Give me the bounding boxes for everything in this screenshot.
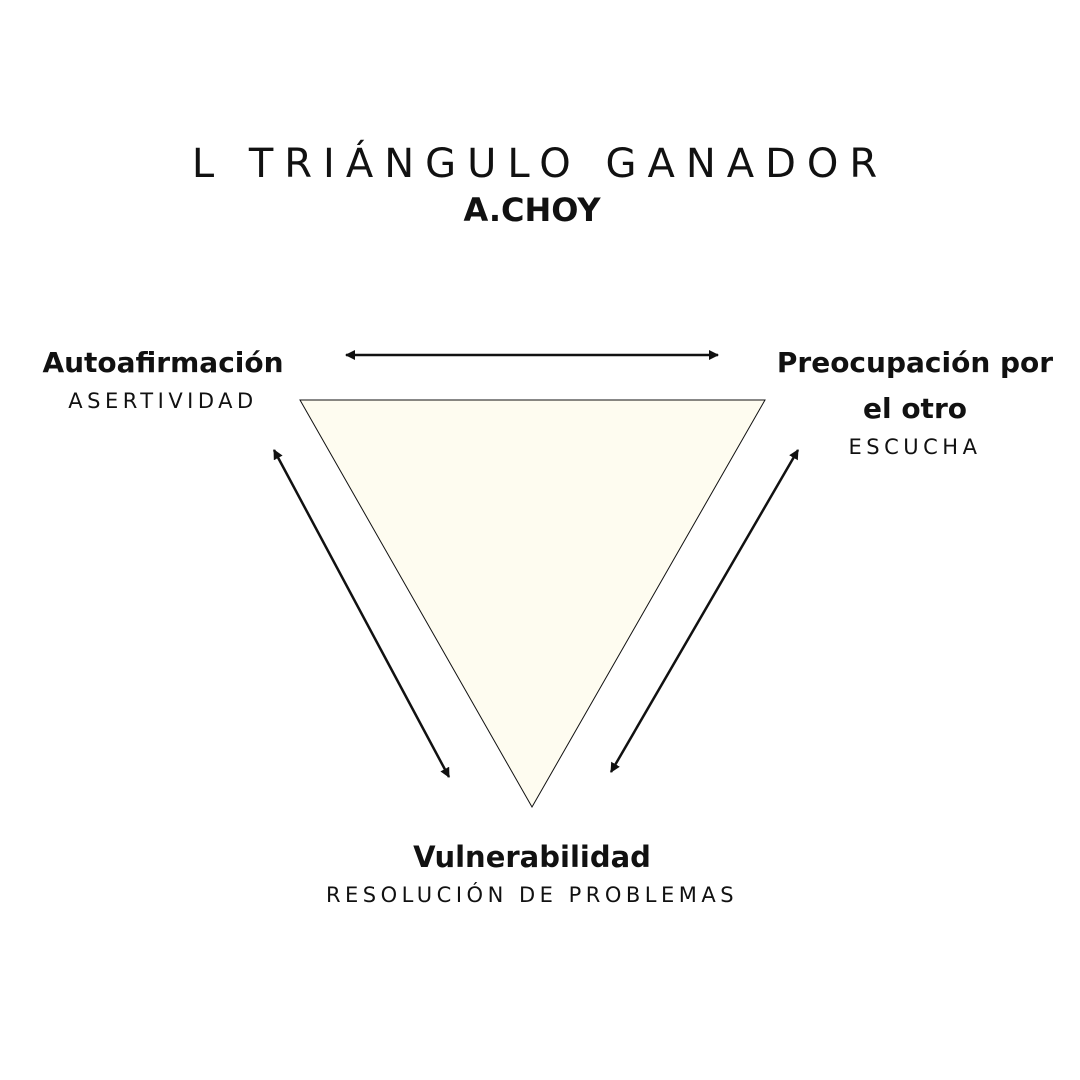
diagram-title: L TRIÁNGULO GANADOR (191, 141, 889, 187)
arrow-left (272, 449, 451, 778)
node-right-sublabel: ESCUCHA (848, 435, 982, 459)
node-autoafirmacion: Autoafirmación ASERTIVIDAD (22, 340, 304, 416)
node-bottom-label: Vulnerabilidad (413, 840, 651, 874)
diagram-author: A.CHOY (463, 191, 601, 229)
node-bottom-sublabel: RESOLUCIÓN DE PROBLEMAS (325, 883, 739, 907)
inverted-triangle (299, 399, 766, 809)
node-right-label: Preocupación por el otro (776, 346, 1054, 425)
arrow-right (609, 449, 800, 773)
node-left-sublabel: ASERTIVIDAD (68, 389, 258, 413)
node-preocupacion: Preocupación por el otro ESCUCHA (760, 340, 1070, 462)
node-vulnerabilidad: Vulnerabilidad RESOLUCIÓN DE PROBLEMAS (280, 834, 784, 910)
node-left-label: Autoafirmación (42, 346, 284, 379)
